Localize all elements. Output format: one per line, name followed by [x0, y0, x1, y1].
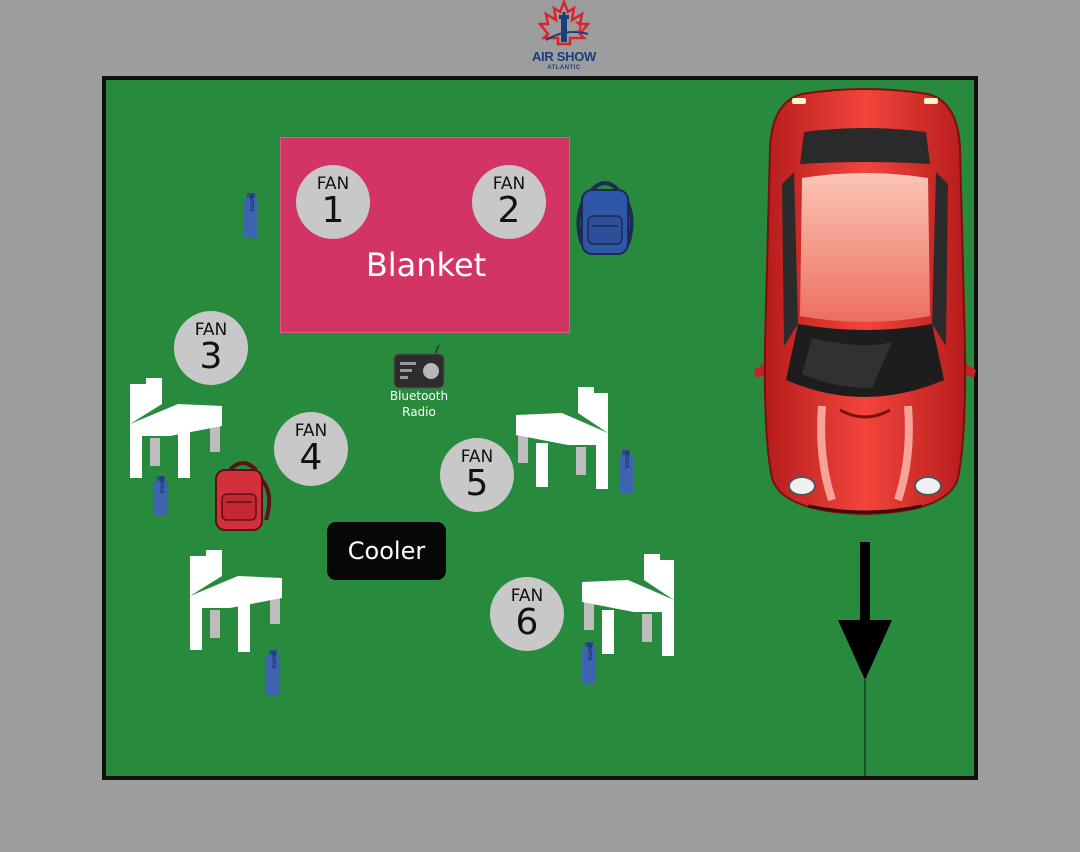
air-show-logo: AIR SHOW ATLANTIC [526, 0, 602, 76]
car-icon [754, 88, 976, 516]
fan-word: FAN [194, 320, 228, 340]
fan-word: FAN [460, 447, 494, 467]
logo-title: AIR SHOW [531, 49, 597, 64]
water-bottle-icon: WATER [244, 193, 258, 238]
water-bottle-icon: WATER [154, 476, 168, 515]
fan-word: FAN [492, 174, 526, 194]
blanket-label: Blanket [365, 246, 487, 284]
fan-number: 2 [497, 190, 521, 231]
water-bottle-icon: WATER [619, 450, 633, 493]
water-label: WATER [623, 451, 629, 469]
radio-label: Bluetooth Radio [386, 388, 452, 420]
chair-icon [582, 554, 674, 656]
chair-icon [190, 550, 282, 652]
bluetooth-radio: Bluetooth Radio [386, 344, 452, 424]
fan-3: FAN 3 [174, 311, 248, 385]
fan-number: 1 [321, 190, 345, 231]
water-label: WATER [158, 476, 164, 494]
fan-word: FAN [294, 421, 328, 441]
fan-number: 5 [465, 463, 489, 504]
fan-number: 3 [199, 336, 223, 377]
radio-label-line1: Bluetooth [389, 389, 449, 403]
fan-word: FAN [510, 586, 544, 606]
fan-number: 4 [299, 437, 323, 478]
maple-leaf-icon [537, 0, 591, 46]
arrow-down-icon [838, 542, 892, 776]
chair-icon [130, 378, 222, 478]
water-label: WATER [586, 643, 592, 661]
water-label: WATER [270, 651, 276, 669]
backpack-icon [576, 181, 634, 255]
fan-1: FAN 1 [296, 165, 370, 239]
water-bottle-icon: WATER [582, 642, 596, 683]
backpack-icon [215, 461, 272, 531]
radio-icon [393, 344, 445, 389]
water-label: WATER [248, 194, 254, 212]
logo-subtitle: ATLANTIC [547, 65, 581, 71]
chair-icon [516, 387, 608, 489]
fan-2: FAN 2 [472, 165, 546, 239]
cooler: Cooler [327, 522, 446, 580]
fan-number: 6 [515, 602, 539, 643]
fan-5: FAN 5 [440, 438, 514, 512]
fan-4: FAN 4 [274, 412, 348, 486]
fan-word: FAN [316, 174, 350, 194]
fan-6: FAN 6 [490, 577, 564, 651]
radio-label-line2: Radio [402, 405, 436, 419]
water-bottle-icon: WATER [266, 650, 280, 695]
